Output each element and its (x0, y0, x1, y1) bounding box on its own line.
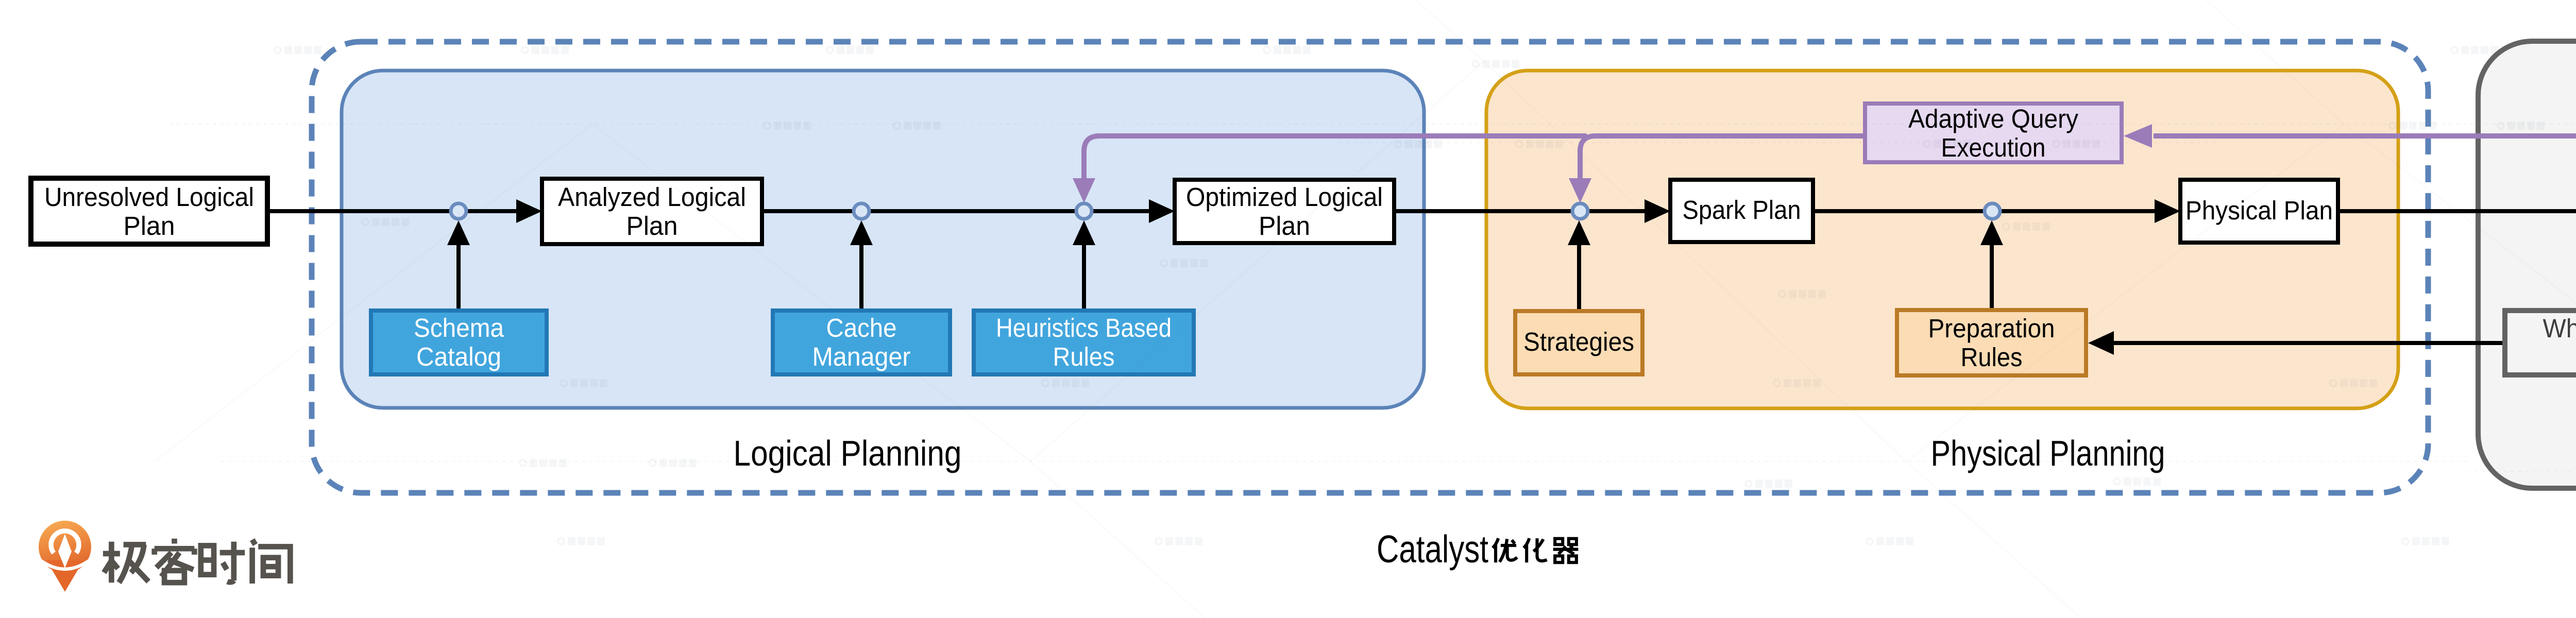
svg-text:Unresolved Logical: Unresolved Logical (44, 182, 254, 212)
svg-text:Preparation: Preparation (1928, 314, 2055, 343)
svg-text:Manager: Manager (812, 342, 911, 371)
svg-text:Plan: Plan (626, 211, 678, 241)
svg-text:Analyzed Logical: Analyzed Logical (558, 182, 746, 212)
svg-text:Plan: Plan (124, 211, 175, 241)
svg-text:Strategies: Strategies (1523, 327, 1634, 356)
svg-text:Optimized Logical: Optimized Logical (1186, 182, 1383, 212)
svg-text:Physical Planning: Physical Planning (1931, 433, 2165, 473)
svg-text:Plan: Plan (1259, 211, 1310, 241)
svg-text:Physical Plan: Physical Plan (2185, 196, 2333, 225)
svg-text:Spark Plan: Spark Plan (1683, 195, 1801, 225)
svg-text:Catalyst: Catalyst (1377, 527, 1488, 571)
svg-text:Catalog: Catalog (416, 342, 501, 371)
svg-text:Rules: Rules (1961, 342, 2023, 372)
svg-text:Heuristics Based: Heuristics Based (996, 313, 1172, 342)
svg-text:Whole Stage Code: Whole Stage Code (2543, 314, 2576, 343)
svg-text:Adaptive Query: Adaptive Query (1908, 104, 2078, 133)
svg-text:Rules: Rules (1053, 342, 1115, 371)
svg-text:Cache: Cache (826, 313, 897, 342)
svg-text:Logical Planning: Logical Planning (734, 433, 962, 473)
svg-text:Schema: Schema (414, 313, 504, 342)
